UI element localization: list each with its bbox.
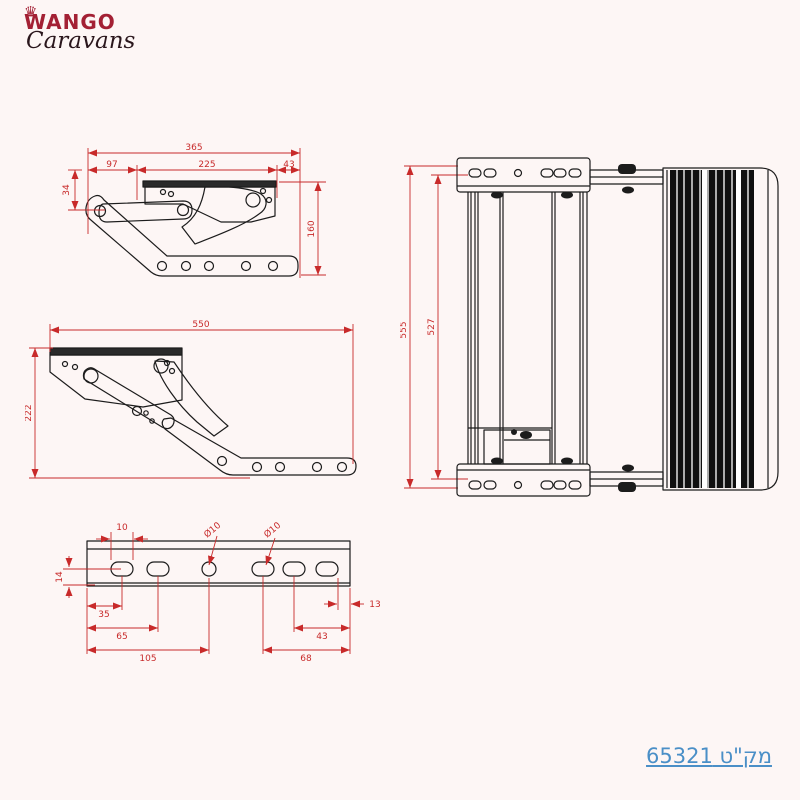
dim-68: 68 [300,654,312,664]
crown-icon: ♛ [24,3,38,21]
logo-brand-sub: Caravans [26,28,136,54]
bracket-plate-dimension-lines [63,532,364,654]
dim-overall-width-555: 555 [400,321,409,338]
dim-front-offset: 43 [283,160,294,170]
dim-rear-offset: 97 [106,160,117,170]
dim-extended-height: 222 [25,404,34,421]
folded-step-side-view-drawing: 365 97 225 43 34 160 [62,143,326,278]
logo: ♛ WANGO Caravans [24,5,136,54]
folded-step-outline [85,180,299,277]
mounting-bracket-drawing: 10 Ø10 Ø10 14 35 65 105 43 68 13 [55,520,381,664]
dim-plate-height: 14 [55,571,65,583]
hole-diameter-label-2: Ø10 [262,520,283,541]
dim-folded-height: 160 [307,220,317,237]
top-view-outline [456,157,779,497]
step-top-view-drawing: 555 527 [400,157,779,497]
dim-slot-width: 10 [116,523,128,533]
top-view-dimension-lines [404,165,468,489]
dim-13: 13 [369,600,380,610]
dim-overall-width: 365 [185,143,202,153]
hole-diameter-label-1: Ø10 [202,520,223,541]
extended-step-dimension-lines [29,324,354,479]
dim-bracket-height: 34 [62,184,72,196]
folded-step-dimension-lines [68,148,326,278]
dim-65: 65 [116,632,127,642]
dim-35: 35 [98,610,109,620]
bracket-plate-outline [86,540,351,587]
dim-105: 105 [139,654,156,664]
logo-brand-name: WANGO [24,10,116,34]
dim-extended-length: 550 [192,320,209,330]
dim-tread-depth: 225 [198,160,215,170]
extended-step-side-view-drawing: 550 222 [25,320,357,479]
tread-rib-pattern [670,170,754,488]
catalog-number-link[interactable]: מק"ט 65321 [646,744,772,768]
dim-hole-spacing-527: 527 [427,318,437,335]
dim-43: 43 [316,632,327,642]
extended-step-outline [49,347,357,476]
